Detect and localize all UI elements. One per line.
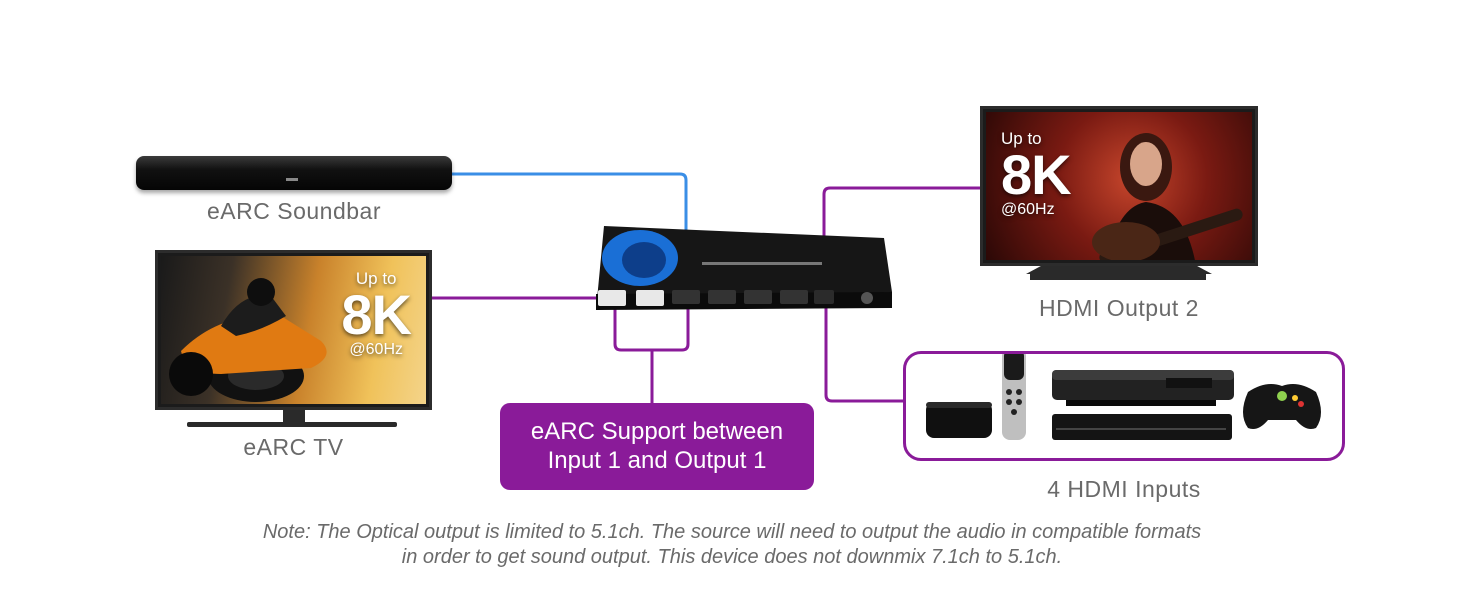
streaming-box-icon bbox=[926, 402, 992, 438]
earc-loop-wire bbox=[613, 306, 690, 352]
note-text: Note: The Optical output is limited to 5… bbox=[0, 520, 1464, 570]
output2-wire bbox=[822, 186, 982, 300]
earc-callout: eARC Support between Input 1 and Output … bbox=[500, 403, 814, 490]
output2-label: HDMI Output 2 bbox=[1039, 295, 1199, 321]
earc-tv-label: eARC TV bbox=[243, 434, 344, 460]
tv-promo-refresh: @60Hz bbox=[349, 341, 403, 358]
game-controller-icon bbox=[1243, 384, 1321, 429]
callout-line2: Input 1 and Output 1 bbox=[547, 447, 767, 474]
tv2-promo-resolution: 8K bbox=[1001, 143, 1072, 206]
output2-tv-icon: Up to 8K @60Hz bbox=[980, 106, 1258, 288]
remote-icon bbox=[1002, 354, 1026, 440]
note-line1: Note: The Optical output is limited to 5… bbox=[262, 521, 1202, 543]
earc-tv-icon: Up to 8K @60Hz bbox=[155, 250, 432, 432]
tv-promo-upto: Up to bbox=[355, 269, 397, 288]
hdmi-inputs-box bbox=[903, 351, 1345, 461]
tv2-promo-refresh: @60Hz bbox=[1001, 201, 1055, 218]
soundbar-label: eARC Soundbar bbox=[207, 198, 381, 224]
dvd-player-icon bbox=[1052, 370, 1234, 440]
soundbar-icon bbox=[136, 156, 452, 190]
inputs-wire bbox=[824, 306, 905, 403]
inputs-label: 4 HDMI Inputs bbox=[1047, 476, 1201, 502]
note-line2: in order to get sound output. This devic… bbox=[401, 546, 1063, 568]
soundbar-wire bbox=[452, 172, 688, 300]
callout-line1: eARC Support between bbox=[530, 418, 784, 445]
tv2-promo-upto: Up to bbox=[1001, 129, 1042, 148]
hdmi-matrix-icon bbox=[596, 226, 892, 310]
tv-promo-resolution: 8K bbox=[341, 283, 412, 346]
